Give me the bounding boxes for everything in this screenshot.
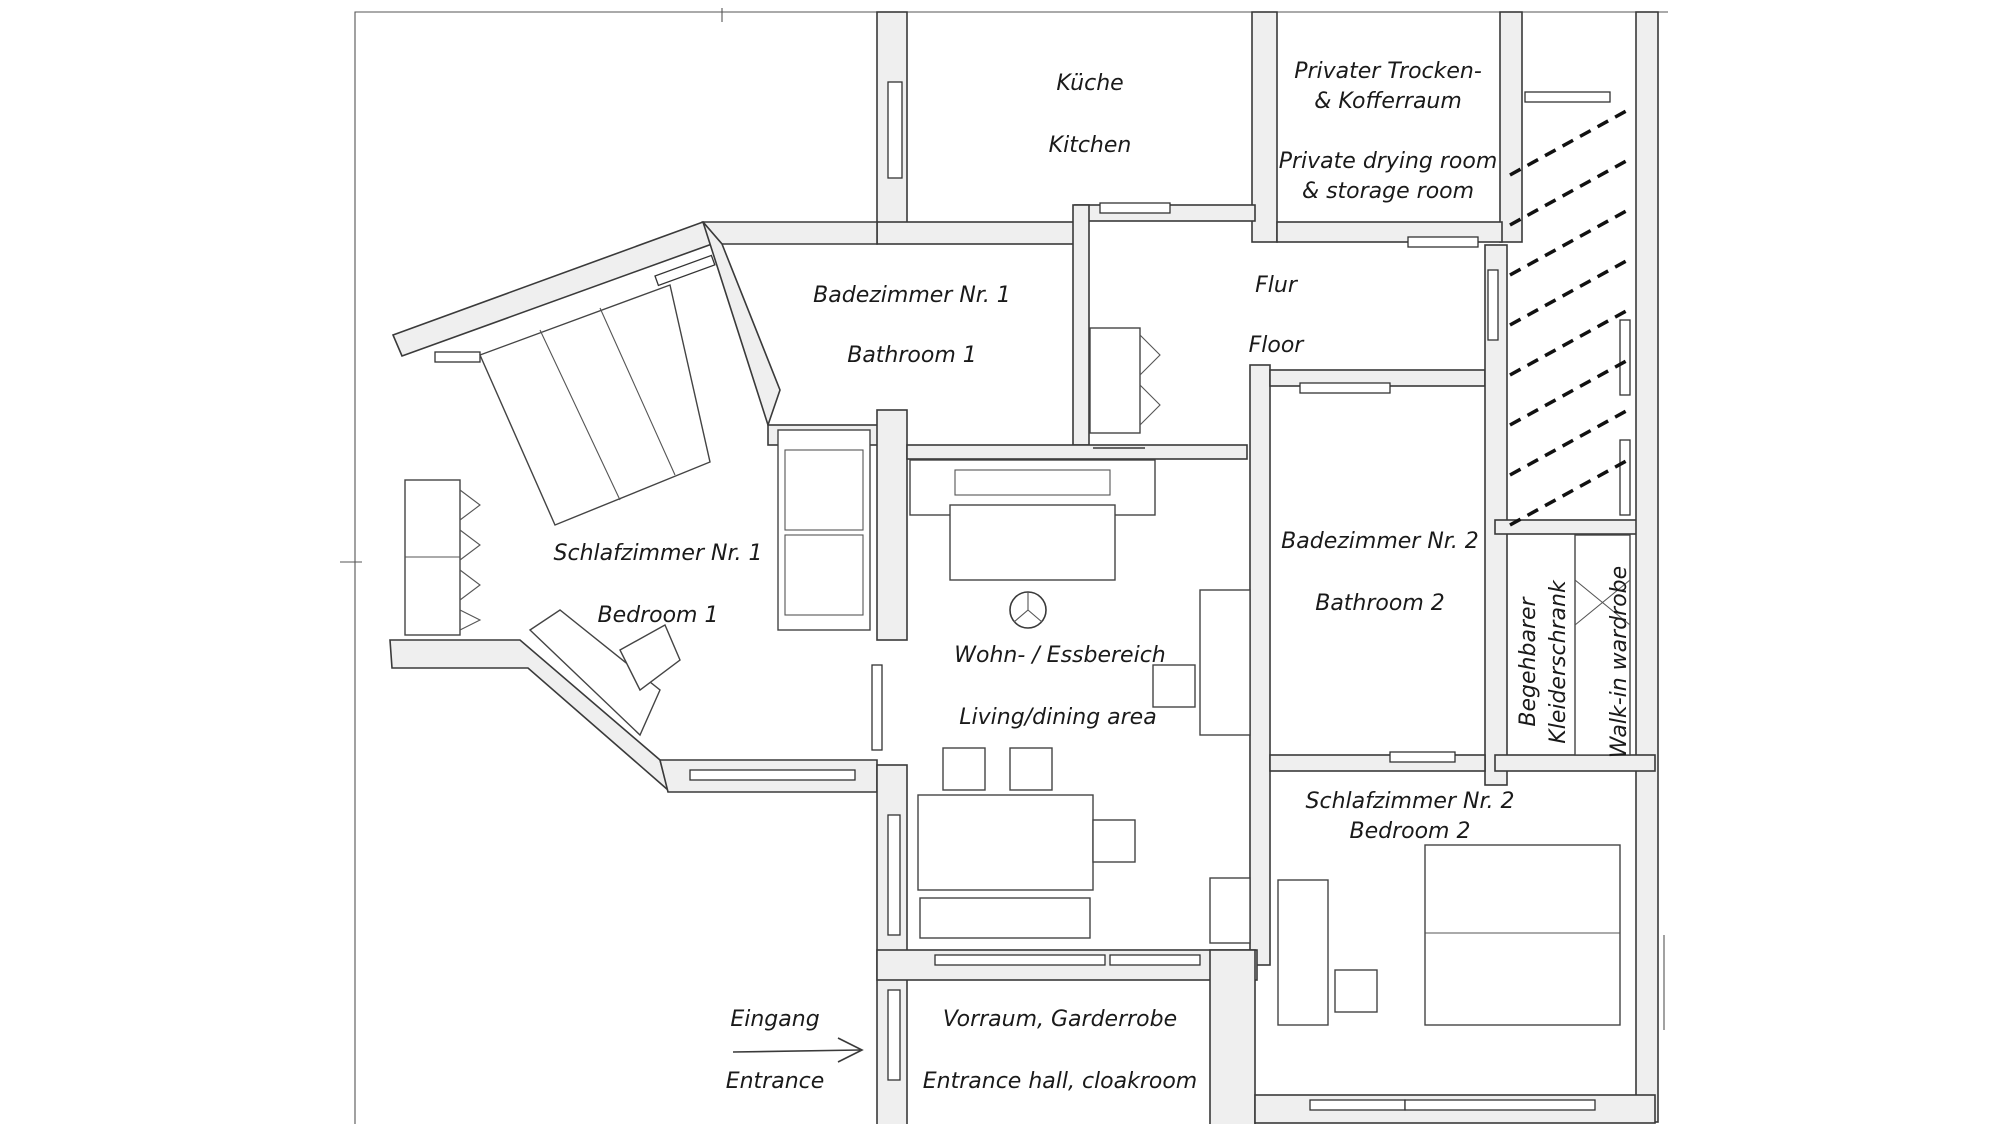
bedroom1-label-de: Schlafzimmer Nr. 1 [554, 541, 763, 566]
wardrobe-label-de-1: Begehbarer [1516, 595, 1541, 726]
bath2-label-de: Badezimmer Nr. 2 [1281, 529, 1479, 554]
floor-label-en: Floor [1249, 333, 1306, 358]
living-label-de: Wohn- / Essbereich [954, 643, 1166, 668]
storage-label-en-1: Private drying room [1279, 149, 1498, 174]
wardrobe-shelves [1574, 534, 1631, 756]
bathroom1-furniture [777, 429, 871, 631]
bedroom2-label-de: Schlafzimmer Nr. 2 [1306, 789, 1515, 814]
floor-label-de: Flur [1255, 273, 1299, 298]
wardrobe-label-en: Walk-in wardrobe [1607, 566, 1632, 758]
bedroom2-label-en: Bedroom 2 [1350, 819, 1471, 844]
room-labels: Küche Kitchen Privater Trocken- & Koffer… [554, 59, 1632, 1094]
entrance-arrow-icon [732, 1037, 864, 1063]
kitchen-label-en: Kitchen [1049, 133, 1132, 158]
bath1-label-de: Badezimmer Nr. 1 [813, 283, 1011, 308]
living-label-en: Living/dining area [959, 705, 1156, 730]
living-furniture [909, 327, 1251, 944]
windows [434, 81, 1631, 1111]
hall-label-en: Entrance hall, cloakroom [923, 1069, 1197, 1094]
bedroom1-furniture [404, 284, 711, 737]
storage-label-de-1: Privater Trocken- [1294, 59, 1482, 84]
bath2-label-en: Bathroom 2 [1315, 591, 1445, 616]
entrance-label-de: Eingang [730, 1007, 819, 1032]
entrance-label-en: Entrance [726, 1069, 825, 1094]
bedroom2-furniture [1277, 844, 1621, 1026]
hall-label-de: Vorraum, Garderrobe [943, 1007, 1177, 1032]
bedroom1-label-en: Bedroom 1 [598, 603, 719, 628]
kitchen-label-de: Küche [1056, 71, 1123, 96]
wardrobe-label-de-2: Kleiderschrank [1546, 579, 1571, 744]
outer-frame [340, 8, 1668, 1124]
storage-label-de-2: & Kofferraum [1314, 89, 1462, 114]
storage-label-en-2: & storage room [1302, 179, 1474, 204]
storage-hatch [1509, 108, 1629, 527]
bath1-label-en: Bathroom 1 [847, 343, 977, 368]
